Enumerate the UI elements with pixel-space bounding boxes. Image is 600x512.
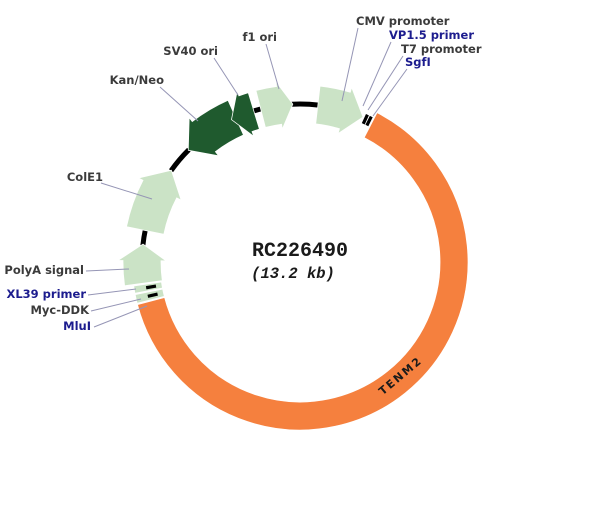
feature-label-mlui-site: MluI [63, 319, 91, 333]
tick-t7 [365, 115, 373, 127]
feature-label-polya-signal: PolyA signal [4, 263, 84, 277]
feature-label-cmv-promoter: CMV promoter [356, 14, 450, 28]
backbone-arc [140, 228, 148, 246]
feature-label-cole1: ColE1 [67, 170, 103, 184]
tick-xl39 [147, 292, 158, 298]
leader-line-polya-signal [85, 268, 130, 272]
leader-line-sgfi-site [372, 68, 408, 117]
leader-line-cole1 [100, 182, 153, 200]
backbone-arc [291, 101, 320, 108]
tick-myc [145, 284, 157, 290]
leader-line-xl39-primer [87, 288, 137, 296]
feature-label-myc-ddk: Myc-DDK [30, 303, 90, 317]
feature-label-xl39-primer: XL39 primer [6, 287, 86, 301]
feature-polya-signal [116, 243, 168, 287]
leader-line-sv40-ori [213, 57, 239, 96]
leader-line-myc-ddk [90, 298, 142, 312]
leader-line-f1-ori [265, 43, 280, 90]
site-tick-layer [145, 114, 373, 298]
feature-cole1 [126, 169, 182, 235]
construct-size: (13.2 kb) [251, 265, 335, 283]
feature-label-sgfi-site: SgfI [405, 55, 431, 69]
leader-line-cmv-promoter [341, 27, 359, 102]
feature-tenm2-gene [137, 112, 469, 431]
feature-label-vp15-primer: VP1.5 primer [389, 28, 474, 42]
feature-label-f1-ori: f1 ori [242, 30, 277, 44]
backbone-arc [169, 147, 191, 173]
feature-cmv-promoter [315, 85, 364, 135]
feature-label-t7-promoter: T7 promoter [401, 42, 482, 56]
feature-label-sv40-ori: SV40 ori [163, 44, 218, 58]
construct-name: RC226490 [252, 240, 348, 263]
feature-label-kan-neo: Kan/Neo [110, 73, 164, 87]
leader-line-mlui-site [93, 305, 148, 328]
leader-line-vp15-primer [362, 41, 392, 107]
feature-sv40-ori [231, 89, 260, 138]
feature-f1-ori [255, 80, 294, 131]
leader-line-kan-neo [159, 86, 199, 122]
tick-vp15 [361, 114, 369, 125]
leader-line-t7-promoter [367, 55, 404, 111]
